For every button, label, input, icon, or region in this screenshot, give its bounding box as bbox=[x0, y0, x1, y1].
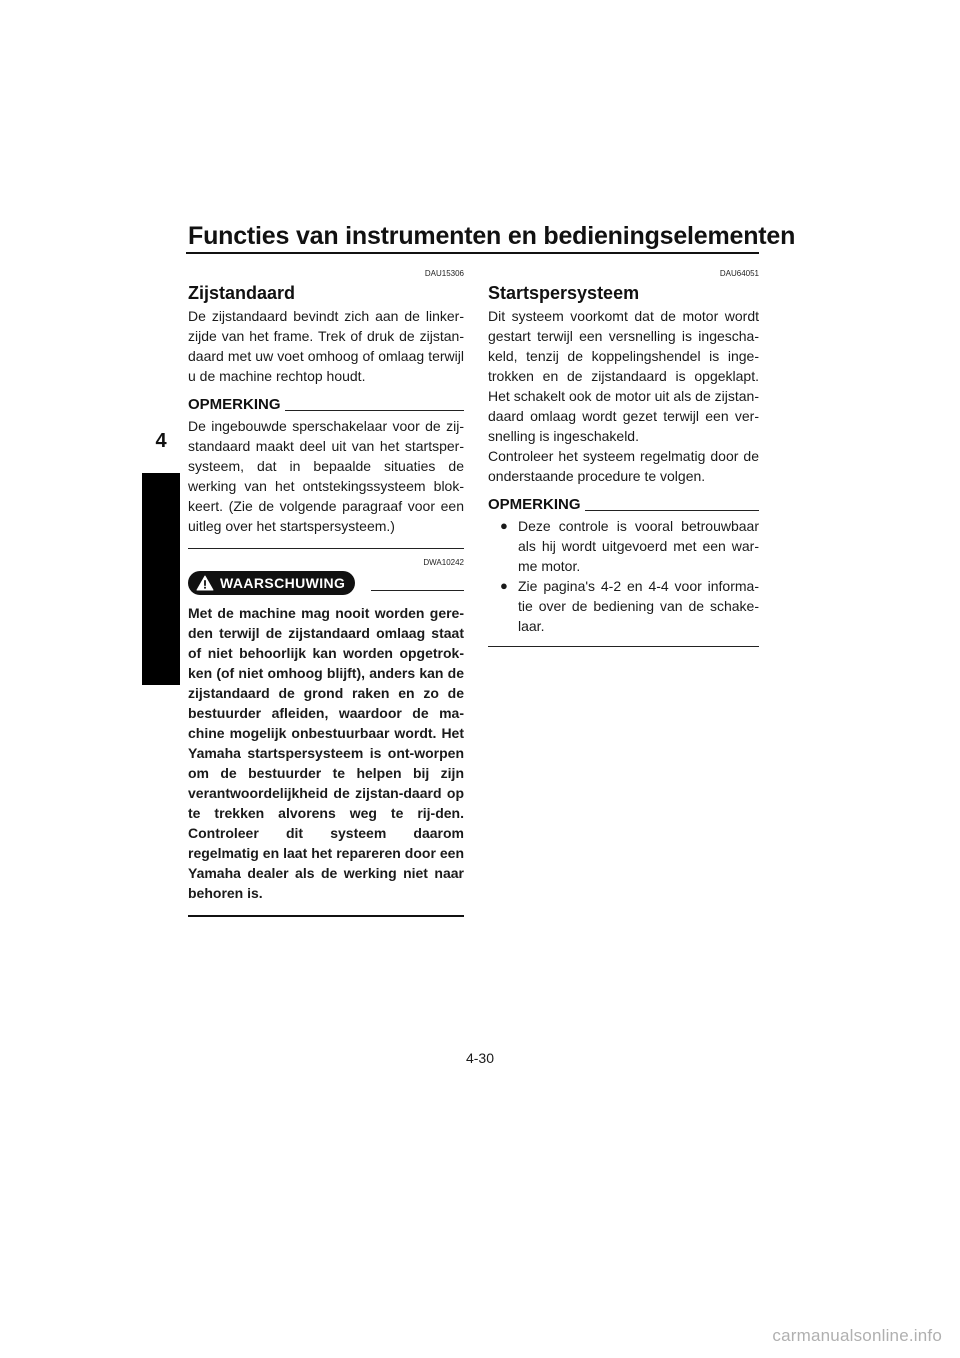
header-rule bbox=[186, 252, 759, 254]
section-code: DAU64051 bbox=[719, 269, 759, 278]
warning-triangle-icon bbox=[196, 575, 214, 591]
note-header: OPMERKING bbox=[488, 496, 759, 514]
section-heading-side-stand: Zijstandaard bbox=[188, 283, 296, 303]
note-label: OPMERKING bbox=[488, 496, 581, 513]
note-end-rule bbox=[188, 548, 464, 549]
note-text: De ingebouwde sperschakelaar voor de zij… bbox=[188, 418, 464, 534]
warning-badge: WAARSCHUWING bbox=[188, 571, 356, 595]
bullet-dot: ● bbox=[500, 518, 508, 533]
start-lock-check: Controleer het systeem regelmatig door d… bbox=[488, 448, 759, 484]
section-code: DAU15306 bbox=[424, 269, 464, 278]
warning-label: WAARSCHUWING bbox=[220, 575, 346, 591]
watermark: carmanualsonline.info bbox=[772, 1326, 942, 1345]
note-bullet-list: ● Deze controle is vooral betrouwbaar al… bbox=[488, 516, 759, 636]
note-header: OPMERKING bbox=[188, 396, 464, 414]
bullet-dot: ● bbox=[500, 578, 508, 593]
chapter-tab bbox=[142, 473, 180, 685]
left-column: DAU15306 Zijstandaard De zijstandaard be… bbox=[188, 268, 464, 917]
note-rule bbox=[284, 410, 464, 411]
list-item: ● Deze controle is vooral betrouwbaar al… bbox=[488, 516, 759, 576]
note-rule bbox=[584, 510, 759, 511]
warning-rule bbox=[371, 589, 464, 591]
page-number: 4-30 bbox=[465, 1050, 495, 1066]
list-item-text: Zie pagina's 4-2 en 4-4 voor informa-tie… bbox=[518, 578, 759, 634]
list-item-text: Deze controle is vooral betrouwbaar als … bbox=[518, 518, 759, 574]
warning-end-rule bbox=[188, 915, 464, 917]
section-heading-start-lock: Startspersysteem bbox=[488, 283, 640, 303]
warning-text: Met de machine mag nooit worden gere-den… bbox=[188, 605, 464, 901]
warning-header: WAARSCHUWING bbox=[188, 571, 464, 595]
page-header-title: Functies van instrumenten en bedieningse… bbox=[188, 222, 796, 250]
warning-code: DWA10242 bbox=[423, 558, 464, 567]
note-label: OPMERKING bbox=[188, 396, 281, 413]
start-lock-intro: Dit systeem voorkomt dat de motor wordt … bbox=[488, 308, 759, 444]
list-item: ● Zie pagina's 4-2 en 4-4 voor informa-t… bbox=[488, 576, 759, 636]
right-column: DAU64051 Startspersysteem Dit systeem vo… bbox=[488, 268, 759, 647]
chapter-number: 4 bbox=[155, 430, 167, 452]
side-stand-intro: De zijstandaard bevindt zich aan de link… bbox=[188, 308, 464, 384]
note-end-rule bbox=[488, 646, 759, 647]
